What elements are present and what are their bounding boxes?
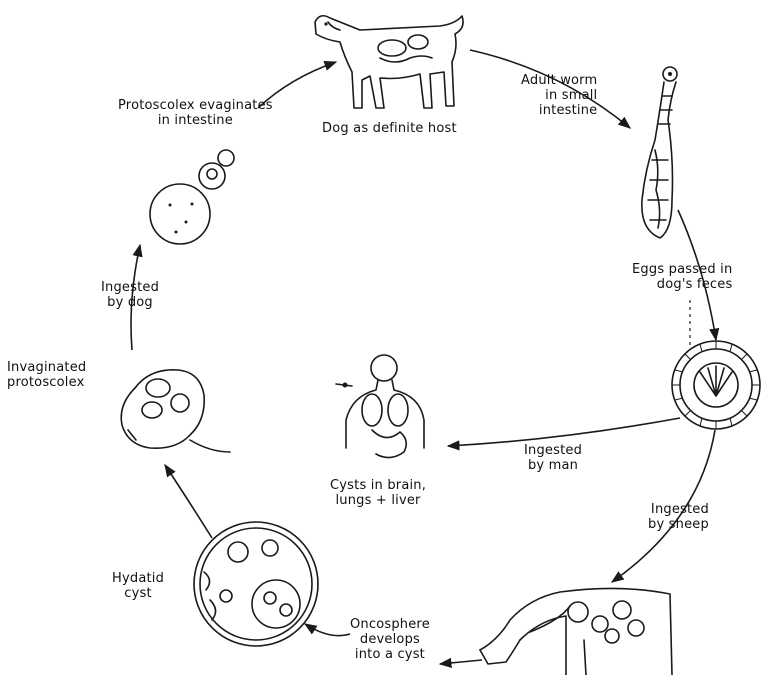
- evaginated-protoscolex-icon: [150, 150, 234, 244]
- arrow-oncosphere-to-hydatid: [305, 624, 350, 636]
- label-hydatid-cyst: Hydatid cyst: [112, 571, 164, 601]
- label-invaginated-protoscolex: Invaginated protoscolex: [7, 360, 86, 390]
- tapeworm-icon: [642, 67, 677, 238]
- egg-icon: [672, 341, 760, 429]
- arrow-hydatid-to-invaginated: [165, 465, 212, 538]
- arrow-eggs-to-man: [448, 418, 680, 446]
- invaginated-protoscolex-icon: [121, 370, 230, 452]
- label-eggs-passed: Eggs passed in dog's feces: [632, 262, 732, 292]
- arrow-sheep-to-oncosphere: [440, 660, 482, 664]
- label-ingested-by-man: Ingested by man: [524, 443, 582, 473]
- label-oncosphere: Oncosphere develops into a cyst: [350, 617, 430, 662]
- label-ingested-by-dog: Ingested by dog: [101, 280, 159, 310]
- label-dog-host: Dog as definite host: [322, 121, 457, 136]
- hydatid-cyst-icon: [194, 522, 318, 646]
- label-adult-worm: Adult worm in small intestine: [521, 73, 597, 118]
- dog-icon: [315, 16, 463, 108]
- label-cysts-in-man: Cysts in brain, lungs + liver: [330, 478, 426, 508]
- human-body-icon: [336, 355, 424, 458]
- label-ingested-by-sheep: Ingested by sheep: [648, 502, 709, 532]
- label-protoscolex-evaginates: Protoscolex evaginates in intestine: [118, 98, 273, 128]
- sheep-icon: [480, 588, 672, 675]
